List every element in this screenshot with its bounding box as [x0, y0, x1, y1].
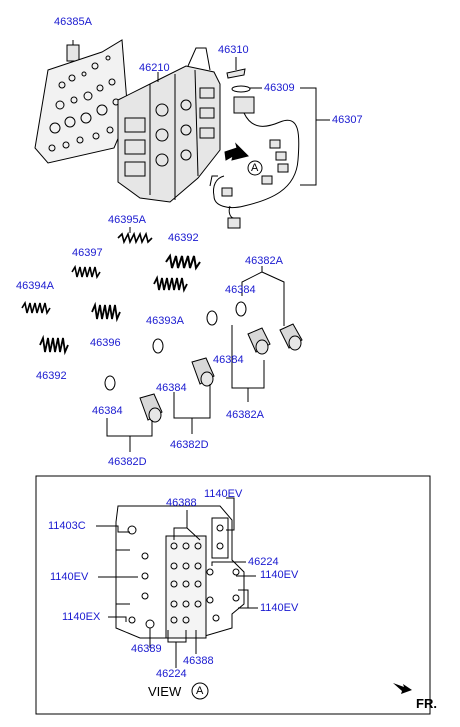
label-46392-top: 46392	[168, 232, 199, 244]
spring-46397	[71, 264, 101, 280]
view-label-1140ev-left: 1140EV	[50, 571, 89, 583]
label-46397: 46397	[72, 247, 103, 259]
spring-46396	[91, 301, 121, 323]
label-46392-bottom: 46392	[36, 370, 67, 382]
leader-46307	[300, 87, 317, 186]
view-ref-circle	[191, 682, 209, 700]
label-46384-d: 46384	[92, 405, 123, 417]
label-46384-b: 46384	[213, 354, 244, 366]
view-a-body	[115, 505, 245, 639]
valve-body-46210	[117, 47, 221, 203]
view-title: VIEW	[148, 684, 182, 699]
plug-46382d-left	[139, 393, 163, 423]
oring-46384-d	[104, 375, 116, 391]
oring-46309	[231, 85, 262, 93]
label-46309: 46309	[264, 82, 295, 94]
label-46395a: 46395A	[108, 214, 146, 226]
clip-46310	[226, 57, 246, 79]
label-46310: 46310	[218, 44, 249, 56]
view-label-11403c: 11403C	[48, 520, 86, 532]
label-46384-a: 46384	[225, 284, 256, 296]
label-46384-c: 46384	[156, 382, 187, 394]
wiring-harness-46307	[209, 96, 300, 229]
view-label-46224-right: 46224	[248, 556, 279, 568]
view-label-1140ev-right1: 1140EV	[260, 569, 299, 581]
front-direction-label: FR.	[416, 696, 437, 711]
spring-46394a	[21, 300, 51, 316]
view-label-1140ex: 1140EX	[62, 611, 101, 623]
plug-46382a-top	[279, 323, 303, 351]
view-label-46388-top: 46388	[166, 497, 197, 509]
view-a-frame	[35, 475, 431, 715]
view-label-46389: 46389	[131, 643, 162, 655]
fr-arrow-icon	[393, 683, 412, 694]
label-46382a-top: 46382A	[245, 255, 283, 267]
view-label-46224-bottom: 46224	[156, 668, 187, 680]
view-title-ref: A	[196, 685, 204, 697]
label-46385a: 46385A	[54, 16, 92, 28]
view-label-46388-bottom: 46388	[183, 655, 214, 667]
label-46394a: 46394A	[16, 280, 54, 292]
label-46210: 46210	[139, 62, 170, 74]
plug-46382d-right	[191, 357, 215, 387]
label-46396: 46396	[90, 337, 121, 349]
view-label-1140ev-top: 1140EV	[204, 488, 243, 500]
spring-46392-top	[165, 253, 201, 271]
view-arrow-ref: A	[251, 162, 259, 174]
oring-46384-a	[235, 301, 247, 317]
plug-46382a-mid	[247, 327, 271, 355]
spring-46392-bottom	[39, 334, 69, 356]
label-46393a: 46393A	[146, 315, 184, 327]
separator-plate	[34, 39, 129, 164]
label-46382d-left: 46382D	[108, 456, 147, 468]
view-arrow	[224, 142, 263, 176]
oring-46384-b	[206, 310, 218, 326]
view-label-1140ev-right2: 1140EV	[260, 602, 299, 614]
spring-46393a	[153, 275, 188, 293]
label-46382a-bottom: 46382A	[226, 409, 264, 421]
label-46307: 46307	[332, 114, 363, 126]
spring-46395a	[117, 227, 153, 245]
oring-46384-c	[152, 338, 164, 354]
clip-46385a	[66, 40, 80, 62]
label-46382d-right: 46382D	[170, 439, 209, 451]
